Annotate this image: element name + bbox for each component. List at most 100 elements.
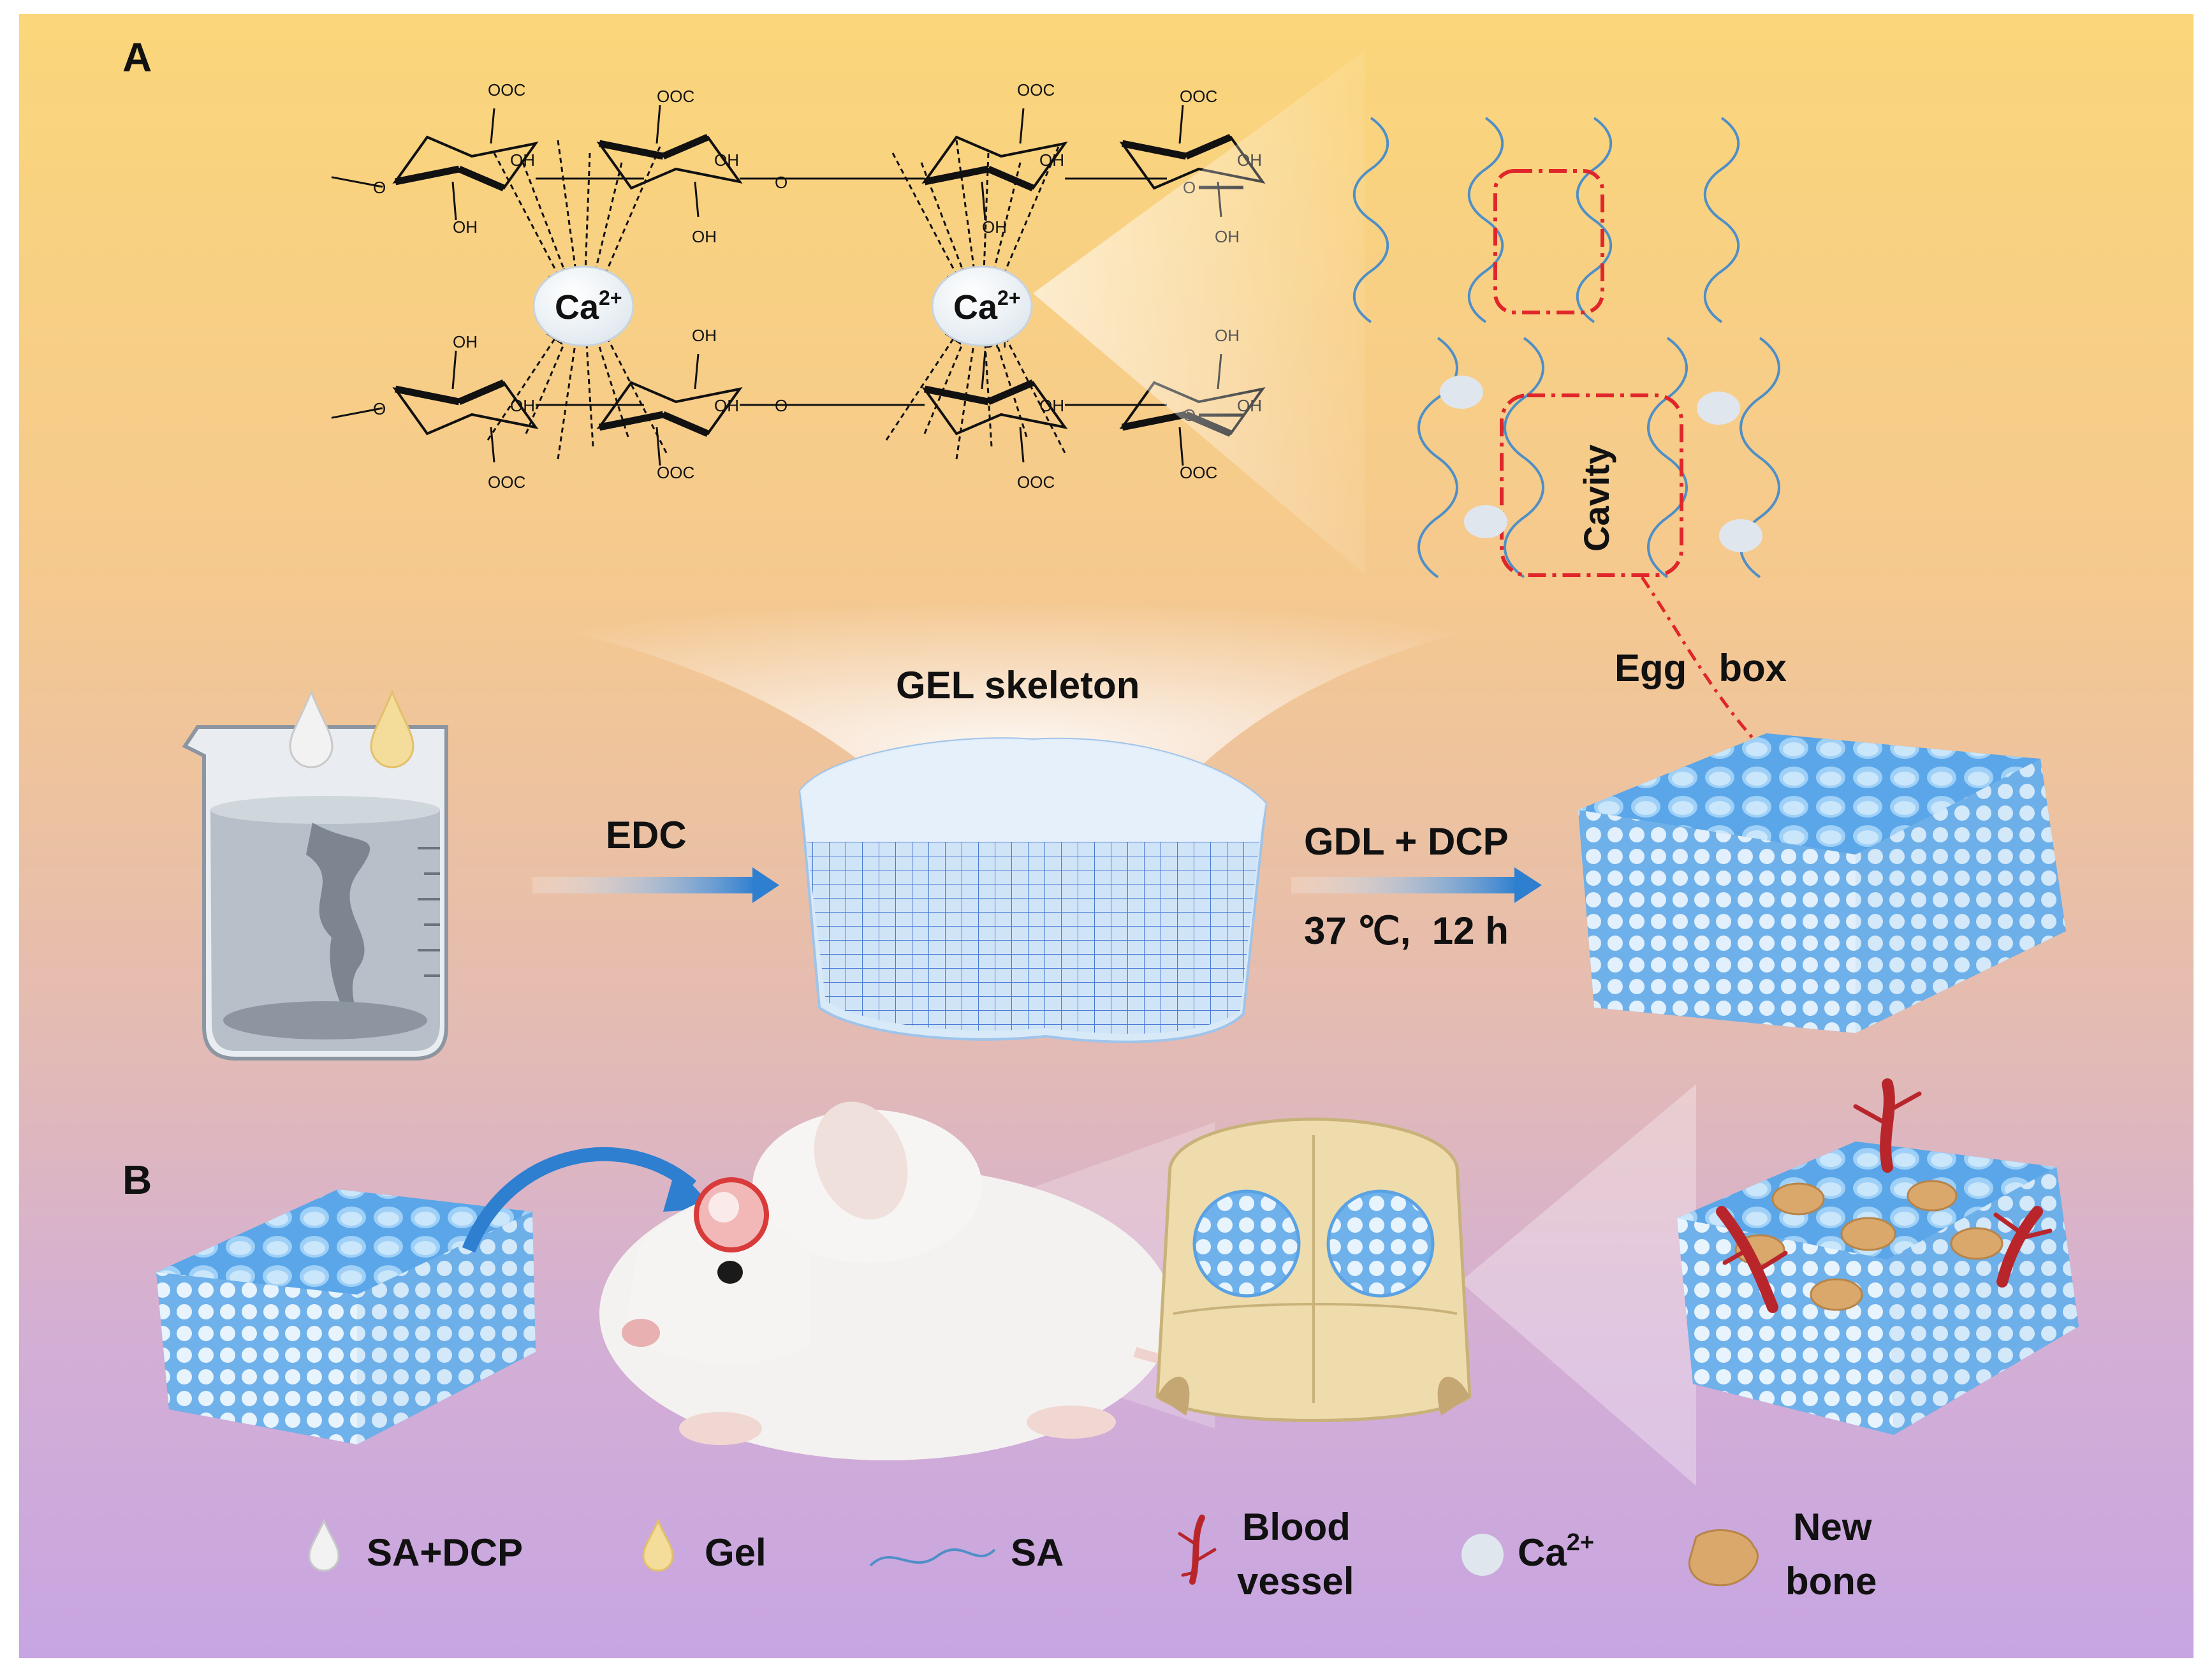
hydroxyl-label: OH [714,151,739,170]
sugar-ring-bold-edge [661,411,710,437]
coordination-bond [522,162,574,290]
egg-ca-ion [1464,505,1507,538]
glow-cone [395,599,1632,842]
substituent-bond [1019,427,1025,463]
substituent-bond [694,181,699,217]
sugar-ring-bold-edge [598,411,664,431]
legend-new-bone-icon [1688,1529,1759,1587]
egg-ca-ion [1440,376,1483,409]
chain-bond [331,407,383,419]
gdl-dcp-label: GDL + DCP [1304,820,1509,863]
oxygen-label: O [373,178,386,197]
substituent-bond [490,427,495,463]
cavity-label: Cavity [1576,444,1616,552]
scaffold-b [156,1189,536,1444]
sugar-ring-bold-edge [598,140,664,160]
sugar-ring-bold-edge [457,165,506,192]
egg-ca-ion [1719,519,1762,552]
legend-sa-icon [869,1548,996,1567]
regenerated-scaffold [1677,1078,2079,1435]
substituent-bond [981,181,986,221]
legend-gel-label: Gel [705,1531,766,1574]
substituent-bond [1178,105,1184,144]
oxygen-label: O [775,173,787,192]
beaker [182,689,448,1061]
sa-strand [1703,117,1740,323]
legend-blood-vessel-icon [1178,1515,1217,1585]
sa-dcp-drop [289,689,333,768]
coordination-bond [588,322,629,437]
coordination-bond [557,140,585,290]
sa-strand [1352,117,1389,323]
sugar-ring-bold-edge [457,379,506,406]
zoom-cone-top [1033,51,1365,574]
coordination-bond [996,146,1060,290]
substituent-bond [656,105,661,144]
legend-sa-dcp-icon [308,1518,340,1572]
coordination-bond [955,322,984,460]
gdl-dcp-arrow [1291,877,1518,893]
carboxylate-label: OOC [488,80,525,99]
legend-ca-label: Ca2+ [1518,1529,1594,1574]
gel-skeleton [798,737,1268,1043]
carboxylate-label: OOC [488,473,525,492]
legend-blood-vessel-label-line1: Blood [1242,1506,1351,1548]
substituent-bond [451,181,457,221]
zoom-cone-scaffold [1460,1084,1696,1486]
egg-box-label: Egg box [1615,647,1787,689]
hydroxyl-label: OH [692,326,717,345]
sugar-ring-bold-edge [661,133,710,160]
coordination-bond [974,152,994,290]
implant-arrow [462,1147,697,1253]
coordination-bond [487,323,565,441]
carboxylate-label: OOC [657,463,694,482]
legend-gel-icon [642,1518,674,1572]
sugar-ring-bold-edge [986,165,1035,192]
egg-ca-ion [1697,392,1740,425]
sa-strand [1467,117,1504,323]
coordination-bond [885,323,963,441]
coordination-bond [984,162,1022,290]
edc-arrow [532,877,756,893]
sa-strand [1576,117,1613,323]
hydroxyl-label: OH [453,332,478,351]
coordination-bond [975,322,995,447]
conditions-label: 37 ℃, 12 h [1304,909,1509,952]
coordination-bond [576,152,596,290]
substituent-bond [1019,108,1025,144]
coordination-bond [599,323,668,453]
mouse-eye [717,1261,743,1284]
coordination-bond [597,146,661,290]
sugar-ring-bold-edge [986,379,1035,406]
sugar-ring-bold-edge [923,385,990,406]
sugar-ring-bold-edge [1184,133,1233,160]
skull [1155,1117,1472,1422]
coordination-bond [557,322,585,460]
sa-strand [1647,337,1688,578]
sugar-ring-bold-edge [394,385,460,406]
coordination-bond [923,323,973,434]
sugar-ring-bold-edge [394,165,460,186]
sugar-ring-bold-edge [923,165,990,186]
carboxylate-label: OOC [1017,473,1055,492]
legend-sa-label: SA [1011,1531,1064,1574]
legend-new-bone-label-line2: bone [1785,1560,1877,1603]
ca-ion-label: Ca2+ [953,286,1021,327]
substituent-bond [1178,427,1184,466]
coordination-bond [920,162,972,290]
gel-drop [370,689,414,768]
coordination-bond [576,322,596,447]
carboxylate-label: OOC [1017,80,1055,99]
coordination-bond [585,162,623,290]
coordination-bond [493,152,566,290]
ca-ion [931,265,1033,347]
ca-ion [532,265,634,347]
legend: SA+DCP Gel SA Blood vessel Ca2+ New bone [308,1506,1877,1603]
legend-blood-vessel-label-line2: vessel [1237,1560,1354,1603]
substituent-bond [451,350,457,390]
carboxylate-label: OOC [657,87,694,106]
hydroxyl-label: OH [714,396,739,415]
sugar-ring-bold-edge [1121,140,1187,160]
substituent-bond [694,353,699,390]
mouse [599,1101,1329,1460]
